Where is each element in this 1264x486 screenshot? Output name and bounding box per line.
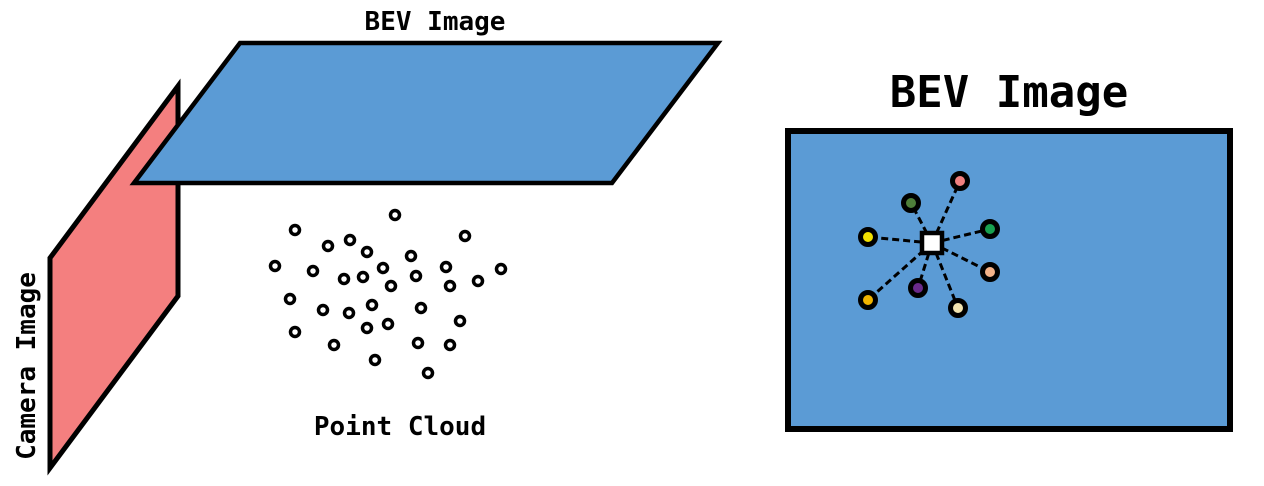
cloud-point xyxy=(306,264,320,278)
cloud-point xyxy=(439,260,453,274)
neighbor-node xyxy=(980,262,1000,282)
point-cloud xyxy=(268,208,508,380)
cloud-point xyxy=(288,223,302,237)
cloud-point xyxy=(443,279,457,293)
neighbor-node xyxy=(950,171,970,191)
cloud-point xyxy=(368,353,382,367)
cloud-point xyxy=(376,261,390,275)
cloud-point xyxy=(388,208,402,222)
neighbor-node xyxy=(948,298,968,318)
bev-image-label-top: BEV Image xyxy=(365,7,506,37)
point-cloud-label: Point Cloud xyxy=(314,412,486,442)
bev-image-panel xyxy=(785,128,1233,432)
cloud-point xyxy=(316,303,330,317)
cloud-point xyxy=(343,233,357,247)
cloud-point xyxy=(337,272,351,286)
cloud-point xyxy=(356,270,370,284)
cloud-point xyxy=(360,321,374,335)
cloud-point xyxy=(321,239,335,253)
graph-nodes xyxy=(858,171,1000,318)
neighbor-node xyxy=(901,193,921,213)
center-node xyxy=(919,230,945,256)
neighbor-node xyxy=(908,278,928,298)
cloud-point xyxy=(384,279,398,293)
cloud-point xyxy=(288,325,302,339)
neighbor-node xyxy=(858,227,878,247)
cloud-point xyxy=(409,269,423,283)
cloud-point xyxy=(365,298,379,312)
cloud-point xyxy=(342,306,356,320)
cloud-point xyxy=(327,338,341,352)
bev-image-label-right: BEV Image xyxy=(890,67,1128,118)
cloud-point xyxy=(453,314,467,328)
cloud-point xyxy=(458,229,472,243)
cloud-point xyxy=(268,259,282,273)
bev-image-plane xyxy=(129,40,723,186)
cloud-point xyxy=(421,366,435,380)
camera-image-label: Camera Image xyxy=(12,272,42,460)
cloud-point xyxy=(411,336,425,350)
cloud-point xyxy=(443,338,457,352)
cloud-point xyxy=(360,245,374,259)
neighbor-node xyxy=(980,219,1000,239)
cloud-point xyxy=(381,317,395,331)
neighbor-node xyxy=(858,290,878,310)
camera-image-plane xyxy=(47,78,181,476)
cloud-point xyxy=(471,274,485,288)
cloud-point xyxy=(414,301,428,315)
cloud-point xyxy=(404,249,418,263)
cloud-point xyxy=(283,292,297,306)
cloud-point xyxy=(494,262,508,276)
